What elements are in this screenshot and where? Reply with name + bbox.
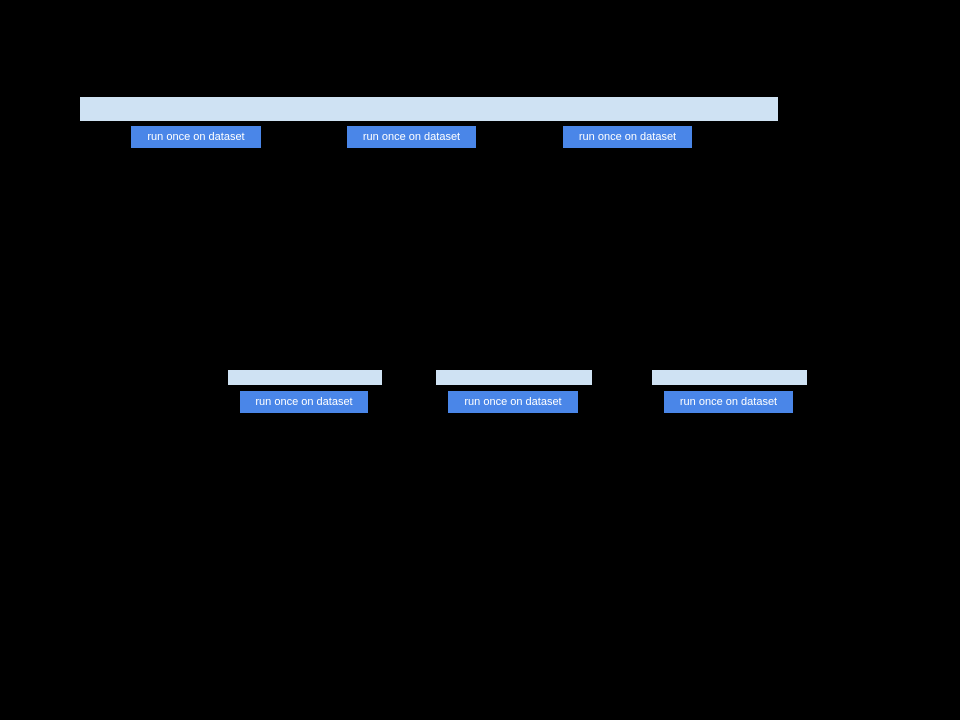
stage-bar xyxy=(228,370,382,385)
stage-bar xyxy=(652,370,807,385)
run-once-button[interactable]: run once on dataset xyxy=(240,391,368,413)
run-once-button[interactable]: run once on dataset xyxy=(563,126,692,148)
run-once-button[interactable]: run once on dataset xyxy=(347,126,476,148)
run-once-button[interactable]: run once on dataset xyxy=(664,391,793,413)
top-dataset-bar xyxy=(80,97,778,121)
run-once-button[interactable]: run once on dataset xyxy=(448,391,578,413)
stage-bar xyxy=(436,370,592,385)
run-once-button[interactable]: run once on dataset xyxy=(131,126,261,148)
